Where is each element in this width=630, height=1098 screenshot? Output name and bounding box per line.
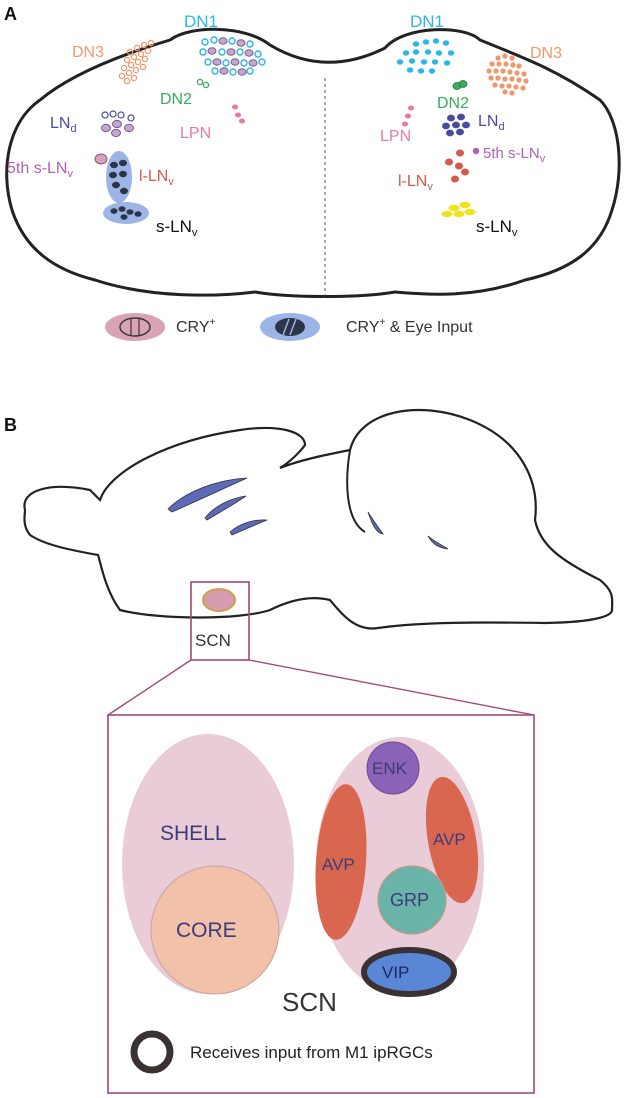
avp-left-label: AVP: [322, 855, 355, 874]
panel-a: A DN3: [4, 4, 621, 341]
lpn-right-label: LPN: [380, 128, 411, 145]
lpn-left-label: LPN: [180, 125, 211, 142]
slnv-right-cluster: [441, 201, 476, 218]
llnv-right-cluster: [445, 149, 469, 183]
lpn-right-cluster: [402, 105, 414, 127]
fifth-slnv-right-cell: [472, 147, 480, 155]
dn3-right-cluster: [486, 53, 529, 96]
ipRGC-legend-ring: [130, 1030, 174, 1074]
slnv-right-label: s-LNv: [476, 217, 518, 239]
slnv-left-label: s-LNv: [156, 217, 198, 239]
avp-right-region: [425, 776, 479, 904]
dn3-left-cluster: [118, 39, 155, 85]
lnd-left-cluster: [101, 110, 135, 138]
panel-b-letter: B: [4, 415, 17, 435]
lpn-left-cluster: [232, 104, 245, 124]
zoom-line-left: [107, 659, 192, 716]
legend-cry-label: CRY+: [176, 317, 216, 336]
dn1-left-label: DN1: [184, 12, 218, 31]
legend-cry-swatch: [105, 313, 165, 341]
scn-brain-label: SCN: [195, 631, 231, 650]
fifth-slnv-right-label: 5th s-LNv: [483, 145, 546, 165]
lnd-left-label: LNd: [50, 115, 77, 135]
scn-location: [202, 588, 236, 612]
dn1-left-cluster: [199, 36, 266, 76]
panel-a-letter: A: [4, 4, 17, 24]
dn3-left-label: DN3: [72, 44, 104, 61]
enk-region: [366, 741, 420, 795]
dn2-left-cluster: [196, 78, 210, 89]
avp-left-region: [315, 784, 367, 940]
lnd-right-label: LNd: [478, 113, 505, 133]
legend-a: CRY+ CRY+ & Eye Input: [105, 313, 473, 341]
scn-zoom-box: [190, 581, 250, 661]
vip-label: VIP: [382, 963, 409, 982]
llnv-left-label: l-LNv: [139, 168, 174, 188]
dn3-right-label: DN3: [530, 45, 562, 62]
core-label: CORE: [176, 919, 237, 942]
dn2-right-cluster: [452, 80, 468, 90]
llnv-right-label: l-LNv: [398, 173, 433, 193]
dn2-left-label: DN2: [160, 91, 192, 108]
panel-b: B SCN SHELL CORE AVP AVP: [4, 408, 614, 1094]
shell-label: SHELL: [160, 822, 227, 845]
vip-region: [361, 947, 457, 997]
fly-brain-outline: [5, 27, 621, 298]
dn1-right-label: DN1: [410, 12, 444, 31]
legend-eye-label: CRY+ & Eye Input: [346, 317, 473, 336]
slnv-left-cluster: [103, 202, 149, 224]
zoom-line-right: [248, 659, 535, 716]
ipRGC-legend-label: Receives input from M1 ipRGCs: [190, 1043, 433, 1062]
dn1-right-cluster: [396, 38, 455, 74]
fifth-slnv-left-cell: [94, 153, 108, 165]
fifth-slnv-left-label: 5th s-LNv: [7, 160, 73, 180]
mouse-brain-structures: [167, 477, 449, 550]
grp-region: [377, 865, 447, 935]
grp-label: GRP: [390, 890, 429, 910]
dn2-right-label: DN2: [437, 95, 469, 112]
core-region: [150, 865, 280, 995]
avp-right-label: AVP: [433, 830, 466, 849]
slnv-left-cells: [110, 206, 142, 220]
lnd-right-cluster: [442, 113, 470, 137]
scn-inset-label: SCN: [282, 987, 337, 1017]
mouse-brain-outline: [23, 408, 614, 630]
llnv-left-cells: [109, 159, 128, 195]
enk-label: ENK: [372, 759, 408, 778]
